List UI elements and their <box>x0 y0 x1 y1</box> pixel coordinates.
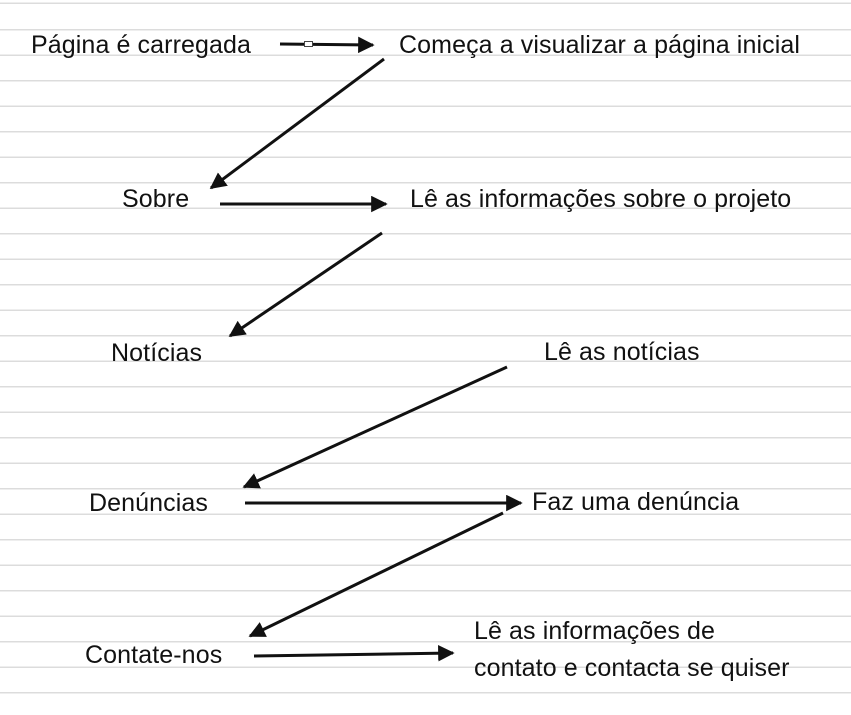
small-box-mark <box>304 41 313 47</box>
node-reports: Denúncias <box>89 489 209 517</box>
node-news: Notícias <box>111 339 203 367</box>
arrow-read-news-to-reports <box>242 365 508 489</box>
node-page-loaded: Página é carregada <box>31 31 252 59</box>
node-read-news: Lê as notícias <box>544 338 700 366</box>
node-read-project-info: Lê as informações sobre o projeto <box>410 185 792 213</box>
node-about: Sobre <box>122 185 190 213</box>
arrow-view-home-to-about <box>209 57 385 190</box>
node-contact-info-line2: contato e contacta se quiser <box>474 654 790 682</box>
node-make-report: Faz uma denúncia <box>532 488 740 516</box>
node-view-home: Começa a visualizar a página inicial <box>399 31 801 59</box>
arrow-contact-to-contact-info <box>253 644 455 662</box>
arrow-project-info-to-news <box>228 231 383 338</box>
node-contact-us: Contate-nos <box>85 641 223 669</box>
arrow-make-report-to-contact <box>248 511 504 638</box>
node-contact-info-line1: Lê as informações de <box>474 617 716 645</box>
arrow-page-loaded-to-view-home <box>279 36 375 54</box>
